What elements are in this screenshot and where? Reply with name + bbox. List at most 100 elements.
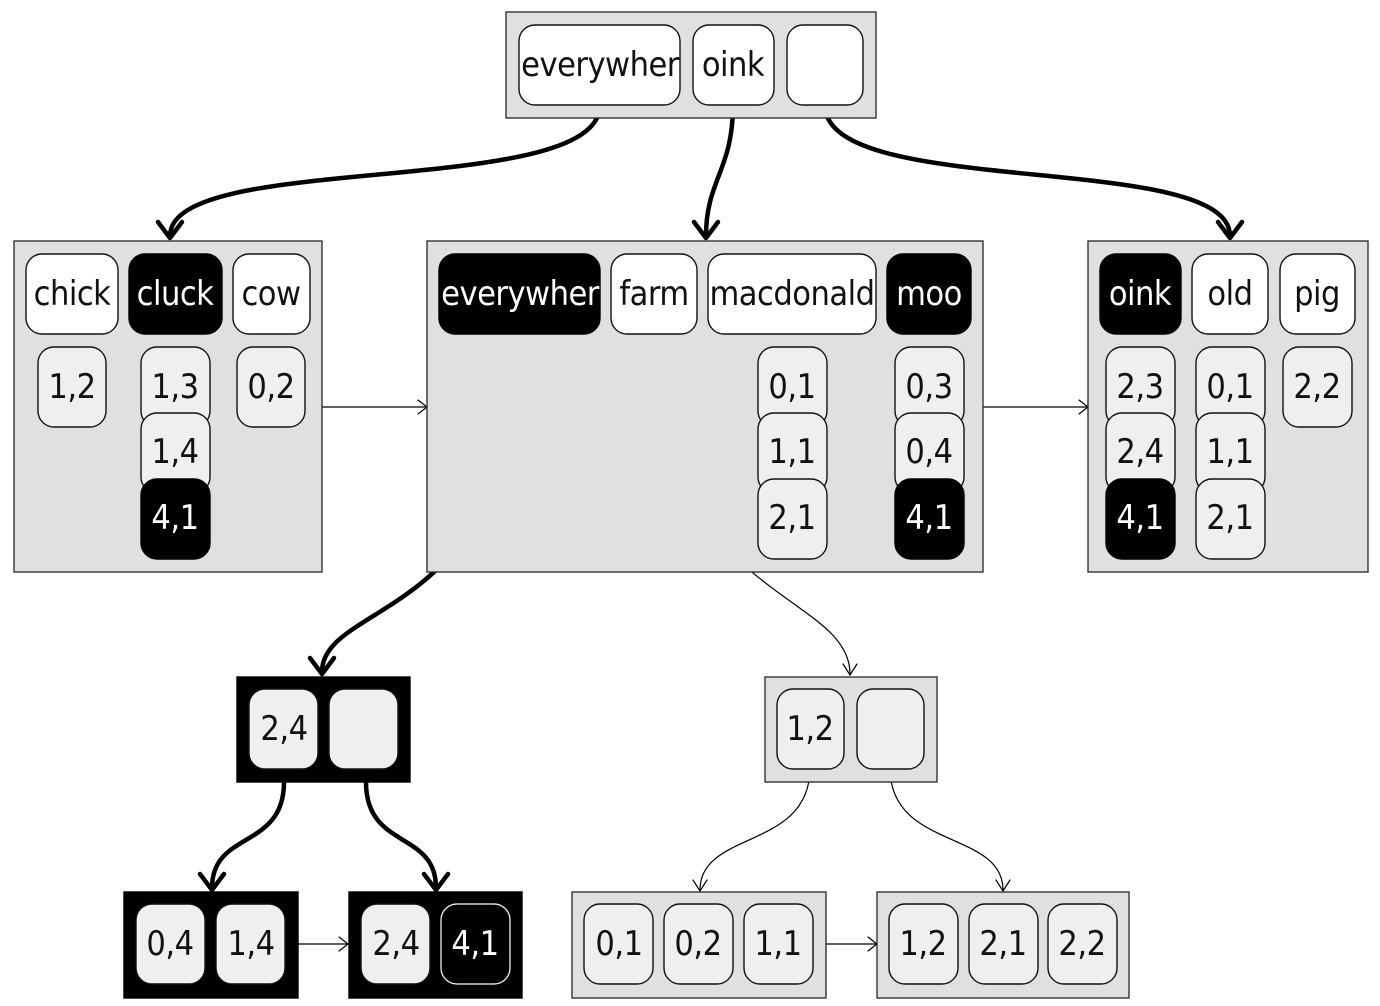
right-value-old-1-label: 1,1: [1206, 432, 1253, 472]
farm-leaf-1-key-1-label: 0,2: [674, 924, 721, 964]
farm-leaf-1-key-2: [743, 903, 814, 985]
edge-dark-root-to-leaf2: [363, 781, 439, 889]
farm-leaf-2-key-0-label: 1,2: [899, 924, 946, 964]
edge-root-to-left: [167, 104, 603, 237]
arrowhead-dark-sibling: [338, 936, 349, 952]
middle-key-everywher-label: everywher: [441, 274, 600, 314]
farm-leaf-1-key-0: [583, 903, 654, 985]
middle-key-farm: [610, 253, 698, 335]
middle-value-moo-2-label: 4,1: [905, 498, 952, 538]
farm-leaf-2-key-2: [1047, 903, 1118, 985]
farm-leaf-1-key-1: [663, 903, 734, 985]
right-key-pig: [1279, 253, 1356, 335]
middle-value-moo-1-label: 0,4: [905, 432, 952, 472]
left-key-cow: [232, 253, 311, 335]
right-key-pig-label: pig: [1294, 274, 1340, 314]
farm-subtree-key-0-label: 1,2: [786, 709, 833, 749]
root-node: everywher oink: [505, 11, 877, 119]
edge-grey-root-to-leaf2: [889, 767, 1004, 891]
left-key-cluck-label: cluck: [137, 274, 215, 314]
root-key-everywher: [518, 24, 681, 106]
left-node: chick cluck cow 1,2 1,3 1,4 4,1 0,2: [13, 240, 323, 573]
right-value-old-2-label: 2,1: [1206, 498, 1253, 538]
arrowhead-grey-leaf2: [995, 879, 1011, 893]
right-value-old-0-label: 0,1: [1206, 367, 1253, 407]
farm-leaf-1-key-2-label: 1,1: [754, 924, 801, 964]
everywher-leaf-2-key-1-label: 4,1: [451, 924, 498, 964]
left-value-cluck-2-label: 4,1: [151, 498, 198, 538]
root-key-everywher-label: everywher: [521, 45, 680, 85]
arrowhead-everywher-subtree: [307, 655, 337, 677]
everywher-leaf-1-key-0: [135, 903, 206, 985]
farm-subtree-key-0: [776, 688, 845, 770]
arrowhead-root-middle: [691, 219, 721, 241]
arrowhead-root-left: [155, 219, 185, 241]
middle-node: everywher farm macdonald moo 0,1 1,1 2,1…: [426, 240, 984, 573]
farm-leaf-2-key-0: [888, 903, 959, 985]
left-value-cluck-1-label: 1,4: [151, 432, 198, 472]
everywher-leaf-1-key-1-label: 1,4: [227, 924, 274, 964]
middle-key-moo: [886, 253, 972, 335]
farm-leaf-1: 0,1 0,2 1,1: [571, 891, 827, 999]
root-key-oink: [692, 24, 775, 106]
middle-key-everywher: [438, 253, 601, 335]
arrowhead-grey-leaf1: [692, 879, 708, 893]
right-key-oink-label: oink: [1109, 274, 1172, 314]
left-value-cow-0-label: 0,2: [247, 367, 294, 407]
everywher-leaf-2: 2,4 4,1: [348, 891, 523, 999]
arrowhead-dark-leaf1: [197, 871, 227, 893]
middle-key-macdonald: [707, 253, 877, 335]
middle-value-macdonald-2-label: 2,1: [768, 498, 815, 538]
farm-subtree-key-empty: [856, 688, 925, 770]
left-key-cluck: [128, 253, 223, 335]
arrowhead-farm-subtree: [842, 663, 858, 677]
left-key-cow-label: cow: [241, 274, 300, 314]
left-value-chick-0: [37, 346, 107, 428]
left-value-cow-0: [236, 346, 306, 428]
middle-key-farm-label: farm: [619, 274, 688, 314]
edge-grey-root-to-leaf1: [699, 767, 811, 891]
left-key-chick: [25, 253, 119, 335]
right-value-oink-2-label: 4,1: [1116, 498, 1163, 538]
middle-value-moo-0-label: 0,3: [905, 367, 952, 407]
arrowhead-root-right: [1215, 219, 1245, 241]
right-value-oink-1-label: 2,4: [1116, 432, 1163, 472]
farm-leaf-2-key-1-label: 2,1: [979, 924, 1026, 964]
farm-leaf-2-key-2-label: 2,2: [1058, 924, 1105, 964]
left-value-cluck-0-label: 1,3: [151, 367, 198, 407]
middle-value-macdonald-0-label: 0,1: [768, 367, 815, 407]
everywher-subtree-key-0: [248, 688, 319, 770]
right-key-old: [1191, 253, 1269, 335]
edge-dark-root-to-leaf1: [209, 781, 287, 889]
everywher-leaf-1-key-1: [215, 903, 286, 985]
root-key-oink-label: oink: [702, 45, 765, 85]
everywher-leaf-2-key-0: [360, 903, 431, 985]
everywher-leaf-2-key-1: [440, 903, 511, 985]
middle-value-macdonald-1-label: 1,1: [768, 432, 815, 472]
middle-value-moo-2: [894, 478, 965, 560]
right-value-oink-0-label: 2,3: [1116, 367, 1163, 407]
right-value-pig-0: [1282, 346, 1353, 428]
everywher-subtree-root: 2,4: [236, 676, 411, 783]
left-value-chick-0-label: 1,2: [48, 367, 95, 407]
everywher-leaf-2-key-0-label: 2,4: [372, 924, 419, 964]
everywher-leaf-1: 0,4 1,4: [123, 891, 299, 999]
left-key-chick-label: chick: [34, 274, 112, 314]
right-value-old-2: [1195, 478, 1266, 560]
right-key-oink: [1099, 253, 1182, 335]
arrowhead-dark-leaf2: [421, 871, 451, 893]
right-node: oink old pig 2,3 2,4 4,1 0,1 1,1 2,1 2,2: [1087, 240, 1369, 573]
edge-root-to-middle: [703, 104, 736, 237]
root-key-empty: [786, 24, 864, 106]
right-value-oink-2: [1105, 478, 1176, 560]
right-value-pig-0-label: 2,2: [1293, 367, 1340, 407]
farm-leaf-2-key-1: [968, 903, 1039, 985]
edge-root-to-right: [822, 104, 1233, 237]
everywher-leaf-1-key-0-label: 0,4: [146, 924, 193, 964]
farm-subtree-root: 1,2: [764, 676, 938, 783]
middle-key-macdonald-label: macdonald: [709, 274, 874, 314]
everywher-subtree-key-empty: [328, 688, 399, 770]
farm-leaf-1-key-0-label: 0,1: [595, 924, 642, 964]
everywher-subtree-key-0-label: 2,4: [260, 709, 307, 749]
